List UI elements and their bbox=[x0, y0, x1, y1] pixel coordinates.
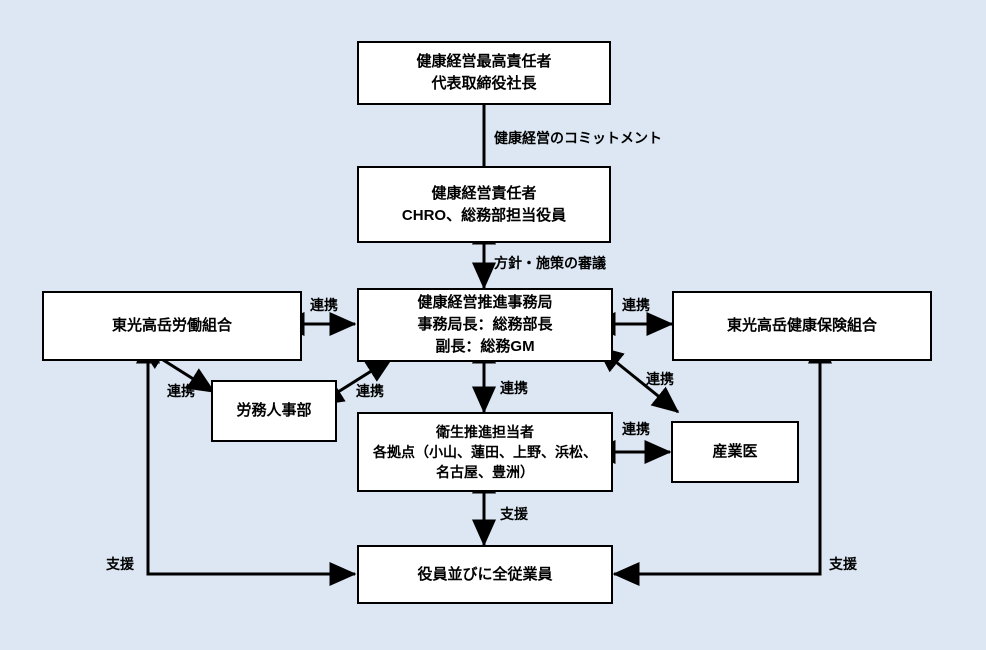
node-line: 労務人事部 bbox=[236, 402, 312, 420]
node-line: 健康経営推進事務局 bbox=[417, 294, 553, 312]
node-line: 東光高岳労働組合 bbox=[111, 317, 232, 335]
edge-label-policy-deliberation: 方針・施策の審議 bbox=[494, 255, 606, 271]
edge-label-cooperation-hygiene-doctor: 連携 bbox=[622, 421, 650, 437]
node-line: 衛生推進担当者 bbox=[436, 423, 534, 440]
edge-label-cooperation-office-insurance: 連携 bbox=[622, 297, 650, 313]
occupational-physician-box: 産業医 bbox=[671, 421, 799, 483]
node-line: 産業医 bbox=[712, 443, 758, 461]
edge-label-support-left: 支援 bbox=[106, 556, 134, 572]
node-line: 名古屋、豊洲） bbox=[436, 464, 534, 481]
labor-hr-department-box: 労務人事部 bbox=[211, 380, 337, 442]
labor-union-box: 東光高岳労働組合 bbox=[42, 291, 302, 361]
node-line: 事務局長：総務部長 bbox=[417, 316, 553, 334]
promotion-office-box: 健康経営推進事務局 事務局長：総務部長 副長：総務GM bbox=[357, 288, 613, 362]
edge-label-commitment: 健康経営のコミットメント bbox=[494, 130, 662, 146]
edge-label-cooperation-office-hygiene: 連携 bbox=[500, 380, 528, 396]
officers-and-employees-box: 役員並びに全従業員 bbox=[357, 545, 613, 604]
chief-health-officer-box: 健康経営最高責任者 代表取締役社長 bbox=[357, 41, 611, 105]
connector-office-doctor bbox=[596, 345, 680, 414]
node-line: 各拠点（小山、蓮田、上野、浜松、 bbox=[373, 443, 597, 460]
node-line: 役員並びに全従業員 bbox=[417, 565, 553, 583]
edge-label-support-center: 支援 bbox=[500, 506, 528, 522]
node-line: 健康経営最高責任者 bbox=[416, 53, 552, 71]
node-line: 代表取締役社長 bbox=[431, 75, 537, 92]
health-management-officer-box: 健康経営責任者 CHRO、総務部担当役員 bbox=[357, 166, 611, 243]
node-line: 副長：総務GM bbox=[435, 337, 535, 355]
node-line: 健康経営責任者 bbox=[431, 184, 537, 202]
edge-label-cooperation-office-doctor: 連携 bbox=[646, 371, 674, 387]
edge-label-support-right: 支援 bbox=[829, 556, 857, 572]
edge-label-cooperation-union-office: 連携 bbox=[310, 297, 338, 313]
edge-label-cooperation-hr-office: 連携 bbox=[356, 383, 384, 399]
edge-label-cooperation-union-hr: 連携 bbox=[167, 383, 195, 399]
node-line: 東光高岳健康保険組合 bbox=[726, 317, 877, 335]
node-line: CHRO、総務部担当役員 bbox=[401, 206, 567, 224]
hygiene-promotion-staff-box: 衛生推進担当者 各拠点（小山、蓮田、上野、浜松、 名古屋、豊洲） bbox=[357, 412, 613, 492]
health-insurance-society-box: 東光高岳健康保険組合 bbox=[672, 291, 932, 361]
